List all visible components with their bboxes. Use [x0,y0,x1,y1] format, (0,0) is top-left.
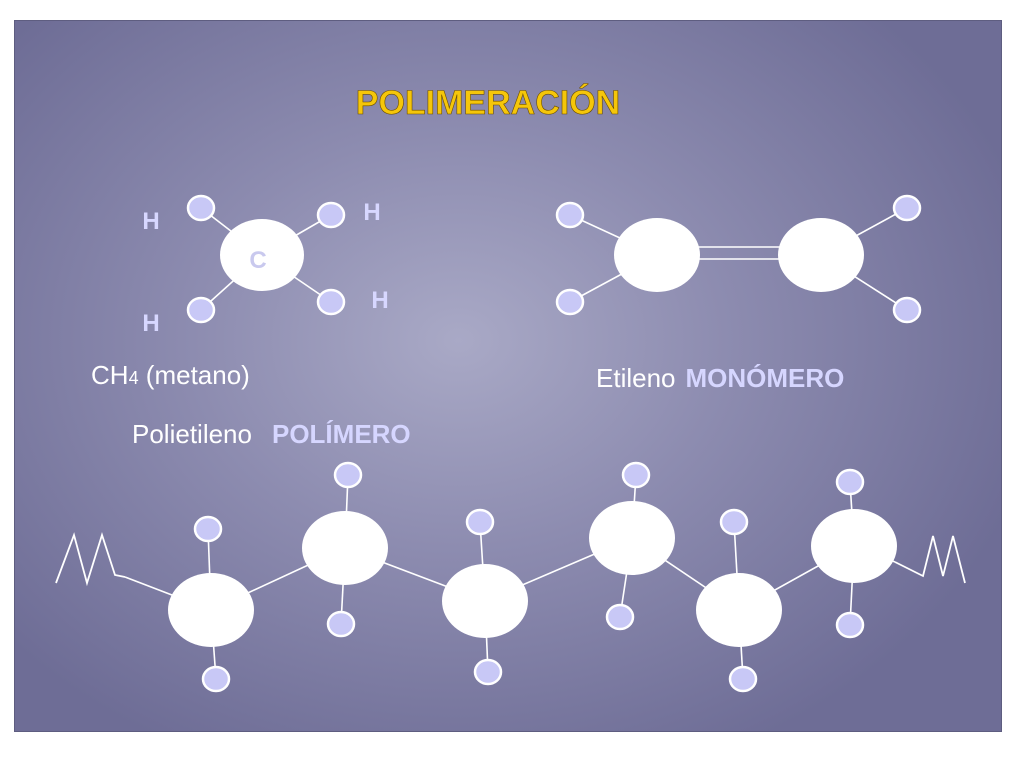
polyethylene-chain [55,461,966,693]
hydrogen-atom [333,461,363,489]
methane-subscript: 4 [129,368,139,388]
slide: POLIMERACIÓN C H H H H CH4 (metano) [15,21,1001,731]
hydrogen-atom [892,194,922,222]
hydrogen-atom [835,468,865,496]
ethylene-caption: Etileno MONÓMERO [596,363,844,393]
carbon-atom [811,509,897,583]
hydrogen-atom [621,461,651,489]
polymerization-diagram: POLIMERACIÓN C H H H H CH4 (metano) [55,84,966,693]
carbon-atom [696,573,782,647]
hydrogen-atom [326,610,356,638]
polyethylene-caption: Polietileno POLÍMERO [132,419,411,449]
hydrogen-atom [728,665,758,693]
hydrogen-label-top-left: H [142,208,159,235]
hydrogen-atom [473,658,503,686]
hydrogen-atom [465,508,495,536]
hydrogen-atom [605,603,635,631]
ethylene-caption-text: Etileno [596,363,676,393]
methane-caption: CH4 (metano) [91,360,250,390]
hydrogen-atom [193,515,223,543]
methane-molecule: C H H H H [142,194,389,337]
carbon-atom [442,564,528,638]
page-title: POLIMERACIÓN [356,84,620,122]
methane-name: (metano) [139,360,250,390]
hydrogen-atom [186,296,216,324]
hydrogen-atom [835,611,865,639]
carbon-atom [168,573,254,647]
hydrogen-label-top-right: H [363,199,380,226]
carbon-label: C [249,247,266,274]
hydrogen-atom [201,665,231,693]
hydrogen-atom [316,288,346,316]
hydrogen-atom [555,288,585,316]
ethylene-molecule [555,194,922,324]
carbon-atom [302,511,388,585]
hydrogen-atom [719,508,749,536]
chain-continuation-right [894,535,966,584]
methane-formula: CH [91,360,129,390]
carbon-atom [778,218,864,292]
chain-continuation-left [55,532,126,587]
hydrogen-atom [186,194,216,222]
carbon-atom [589,501,675,575]
hydrogen-atom [316,201,346,229]
polyethylene-caption-text: Polietileno [132,419,252,449]
hydrogen-label-bottom-left: H [142,310,159,337]
hydrogen-label-bottom-right: H [371,287,388,314]
carbon-atom [220,219,304,291]
hydrogen-atom [555,201,585,229]
polymer-label: POLÍMERO [272,419,411,449]
carbon-atom [614,218,700,292]
hydrogen-atom [892,296,922,324]
monomer-label: MONÓMERO [686,363,845,393]
